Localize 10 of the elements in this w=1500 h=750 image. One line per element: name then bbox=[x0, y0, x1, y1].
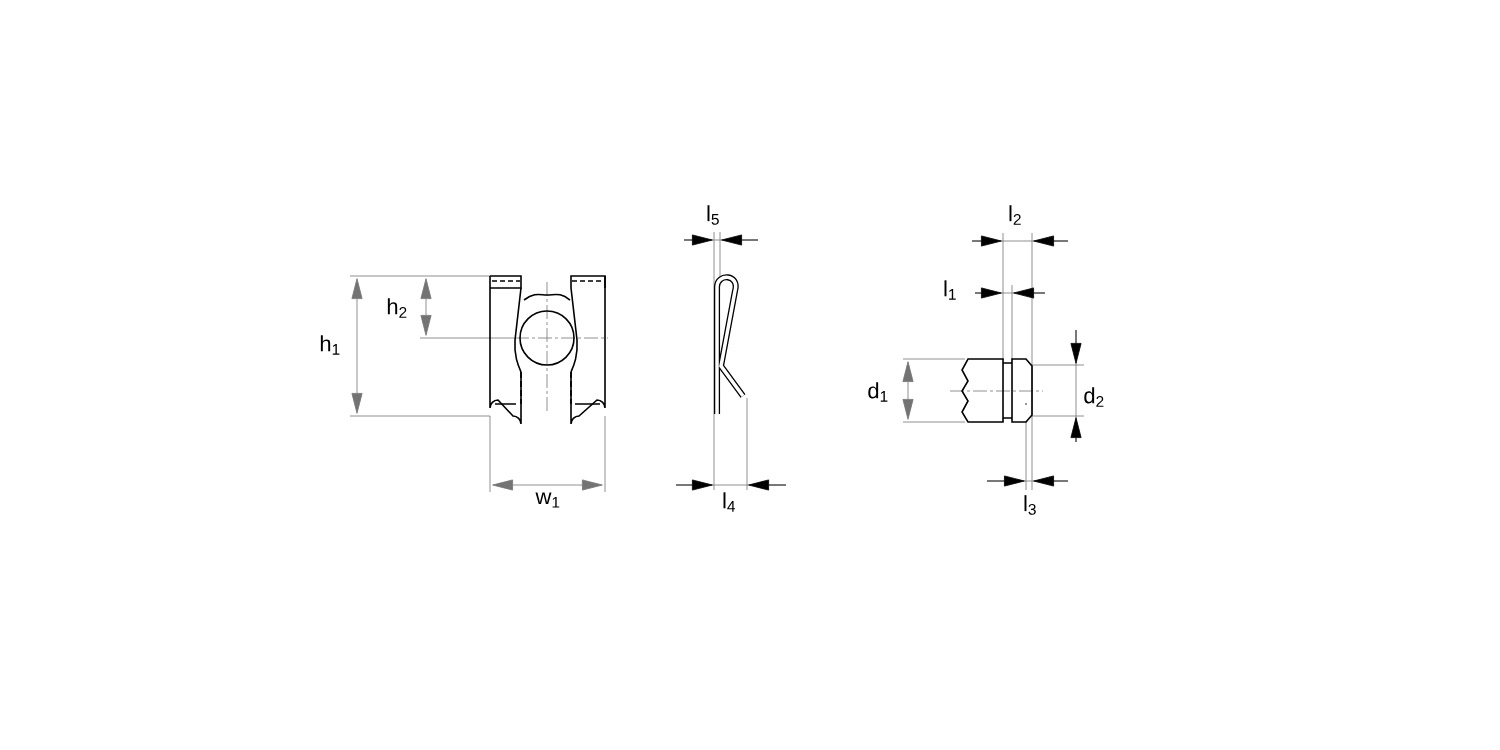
dimension-label: l$_{4}$ bbox=[723, 492, 736, 512]
dimension-label: d$_{1}$ bbox=[868, 382, 888, 402]
dimension-label: d$_{2}$ bbox=[1084, 387, 1104, 407]
dimension-label: l$_{2}$ bbox=[1009, 205, 1021, 225]
dimension-label: w$_{1}$ bbox=[535, 492, 560, 508]
dimension-label: l$_{1}$ bbox=[944, 280, 956, 300]
dimension-label: l$_{5}$ bbox=[707, 205, 719, 225]
dimension-label: l$_{3}$ bbox=[1024, 495, 1036, 515]
dimension-label: h$_{1}$ bbox=[320, 335, 340, 355]
dimension-label: h$_{2}$ bbox=[387, 298, 407, 318]
